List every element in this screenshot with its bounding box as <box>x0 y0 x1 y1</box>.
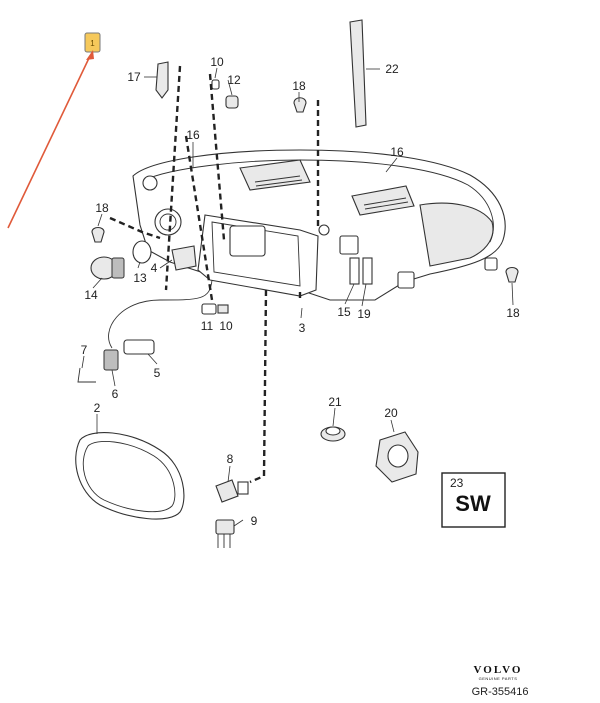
part-22-seal-strip <box>349 19 367 128</box>
callout-21[interactable]: 21 <box>328 395 342 409</box>
callout-16-left[interactable]: 16 <box>186 128 200 142</box>
callout-18-right[interactable]: 18 <box>506 306 520 320</box>
callout-2[interactable]: 2 <box>94 401 101 415</box>
part-5-6-wiring <box>103 279 213 371</box>
part-7-bracket <box>77 367 96 383</box>
callout-10-bottom[interactable]: 10 <box>219 319 233 333</box>
sw-box[interactable]: 23 SW <box>441 472 506 528</box>
part-9-connector <box>215 519 235 548</box>
sw-label: SW <box>455 491 491 516</box>
assembly-dashed-lines <box>109 65 320 484</box>
callout-5[interactable]: 5 <box>154 366 161 380</box>
callout-1[interactable]: 1 <box>90 39 95 48</box>
part-10-bulb <box>211 79 220 90</box>
part-18-clip-left <box>91 226 105 243</box>
callout-13[interactable]: 13 <box>133 271 147 285</box>
callout-18-left[interactable]: 18 <box>95 201 109 215</box>
part-21-grommet <box>320 426 346 442</box>
callout-6[interactable]: 6 <box>112 387 119 401</box>
callout-4[interactable]: 4 <box>151 261 158 275</box>
part-18-clip-top <box>293 97 307 113</box>
callout-3[interactable]: 3 <box>299 321 306 335</box>
part-11-10-connector <box>201 303 229 315</box>
callout-labels: 17 10 12 18 22 16 16 18 13 4 14 15 19 18… <box>81 55 520 528</box>
volvo-logo: VOLVO GENUINE PARTS <box>474 664 523 681</box>
part-14-socket <box>90 256 125 280</box>
callout-19[interactable]: 19 <box>357 307 371 321</box>
callout-22[interactable]: 22 <box>385 62 399 76</box>
part-20-bulb-holder <box>375 431 419 483</box>
logo-text: VOLVO <box>474 664 523 676</box>
highlight-marker-part-1[interactable]: 1 <box>84 32 101 53</box>
callout-9[interactable]: 9 <box>251 514 258 528</box>
part-18-clip-right <box>505 266 519 283</box>
leader-lines <box>81 67 514 527</box>
logo-subtext: GENUINE PARTS <box>479 676 518 681</box>
callout-23[interactable]: 23 <box>450 476 464 490</box>
callout-20[interactable]: 20 <box>384 406 398 420</box>
part-8-bulb <box>215 479 249 503</box>
part-13-bulb <box>132 240 152 264</box>
callout-12[interactable]: 12 <box>227 73 241 87</box>
callout-17[interactable]: 17 <box>127 70 141 84</box>
callout-15[interactable]: 15 <box>337 305 351 319</box>
pointer-arrow <box>7 50 94 229</box>
part-2-cover <box>75 432 185 520</box>
callout-18-top[interactable]: 18 <box>292 79 306 93</box>
callout-14[interactable]: 14 <box>84 288 98 302</box>
callout-7[interactable]: 7 <box>81 343 88 357</box>
reference-code: GR-355416 <box>472 686 529 698</box>
callout-10-top[interactable]: 10 <box>210 55 224 69</box>
callout-16-right[interactable]: 16 <box>390 145 404 159</box>
callout-11[interactable]: 11 <box>201 319 214 333</box>
part-12-bulb-holder <box>225 95 239 109</box>
callout-8[interactable]: 8 <box>227 452 234 466</box>
part-4-cap <box>171 245 197 271</box>
part-17-clip <box>155 61 169 99</box>
